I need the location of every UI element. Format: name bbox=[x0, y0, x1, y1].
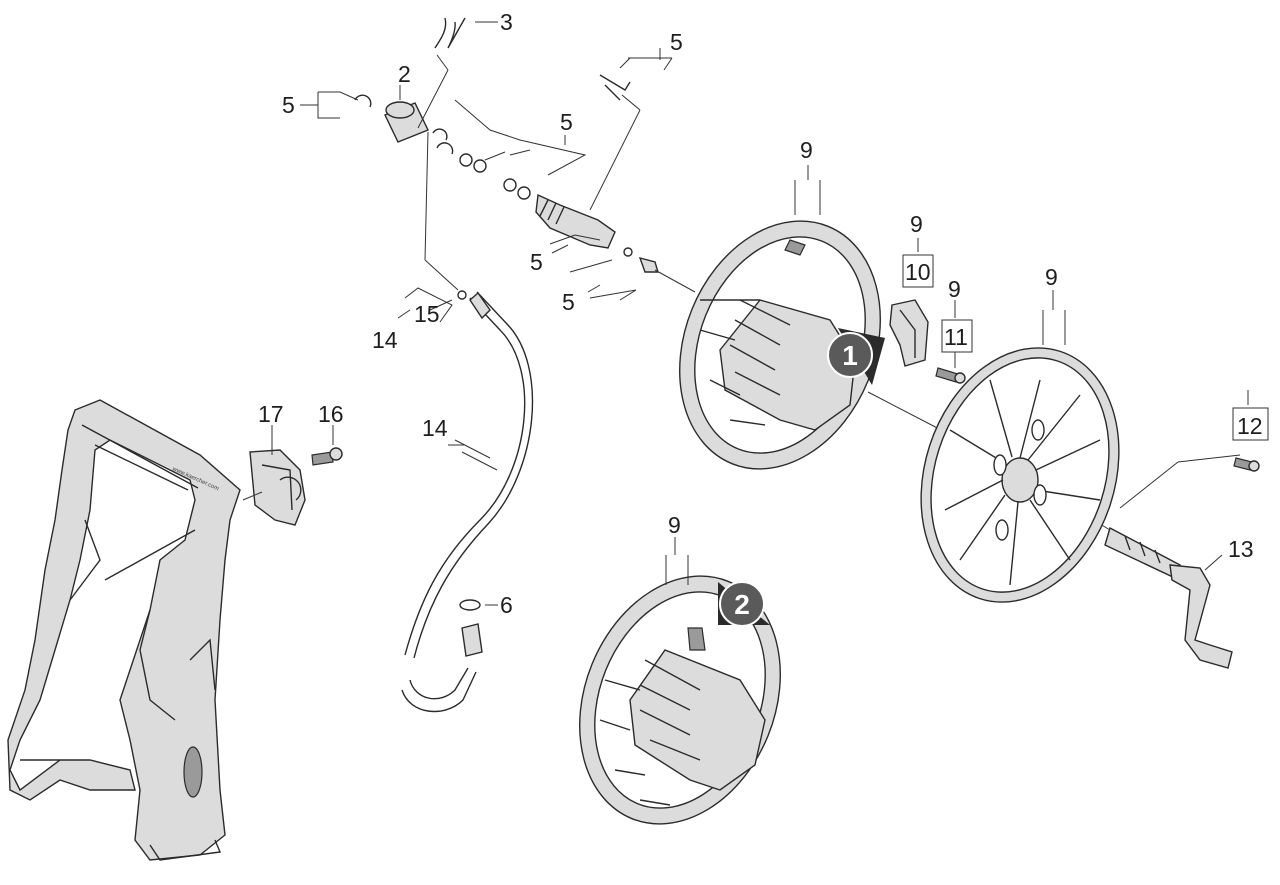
part-labels: 2 3 5 5 5 5 5 6 9 9 9 9 9 10 11 12 13 14… bbox=[258, 9, 1263, 618]
latch-screw bbox=[935, 367, 966, 384]
step-marker-2: 2 bbox=[718, 581, 770, 627]
label-part-5-lower: 5 bbox=[562, 289, 575, 315]
reel-drum-step-2 bbox=[579, 575, 781, 825]
label-part-9-disc: 9 bbox=[1045, 264, 1058, 290]
label-part-5-mid: 5 bbox=[560, 109, 573, 135]
label-part-14-hose: 14 bbox=[422, 415, 448, 441]
label-part-9-reel-top: 9 bbox=[800, 137, 813, 163]
step-marker-1: 1 bbox=[827, 328, 885, 385]
svg-text:2: 2 bbox=[734, 589, 750, 620]
label-part-13: 13 bbox=[1228, 536, 1254, 562]
disc-screw bbox=[1233, 457, 1260, 472]
label-part-2: 2 bbox=[398, 61, 411, 87]
label-part-5-top: 5 bbox=[670, 29, 683, 55]
label-part-9-reel-lower: 9 bbox=[668, 512, 681, 538]
supply-hose bbox=[401, 290, 534, 713]
label-part-10: 10 bbox=[905, 259, 931, 285]
callout-brackets bbox=[271, 48, 1269, 606]
label-part-12: 12 bbox=[1237, 413, 1263, 439]
bracket-screw bbox=[311, 447, 343, 466]
label-part-5-lower-left: 5 bbox=[530, 249, 543, 275]
reel-drum-step-1 bbox=[679, 220, 881, 470]
hose-reel-frame: www.kaercher.com bbox=[7, 399, 241, 861]
reel-latch bbox=[889, 299, 929, 367]
swivel-assembly bbox=[354, 17, 659, 273]
label-part-17: 17 bbox=[258, 401, 284, 427]
reel-disc bbox=[920, 347, 1120, 603]
svg-text:1: 1 bbox=[842, 340, 858, 371]
label-part-14-upper: 14 bbox=[372, 327, 398, 353]
label-part-9-screw: 9 bbox=[948, 276, 961, 302]
o-ring bbox=[459, 599, 481, 611]
hand-crank bbox=[1104, 526, 1233, 669]
label-part-5-left: 5 bbox=[282, 92, 295, 118]
label-part-3: 3 bbox=[500, 9, 513, 35]
label-part-15: 15 bbox=[414, 301, 440, 327]
label-part-6: 6 bbox=[500, 592, 513, 618]
label-part-11: 11 bbox=[944, 324, 968, 350]
label-part-9-latch: 9 bbox=[910, 211, 923, 237]
label-part-16: 16 bbox=[318, 401, 344, 427]
hose-guide-bracket bbox=[249, 449, 306, 526]
leader-line-bracket bbox=[242, 491, 263, 501]
